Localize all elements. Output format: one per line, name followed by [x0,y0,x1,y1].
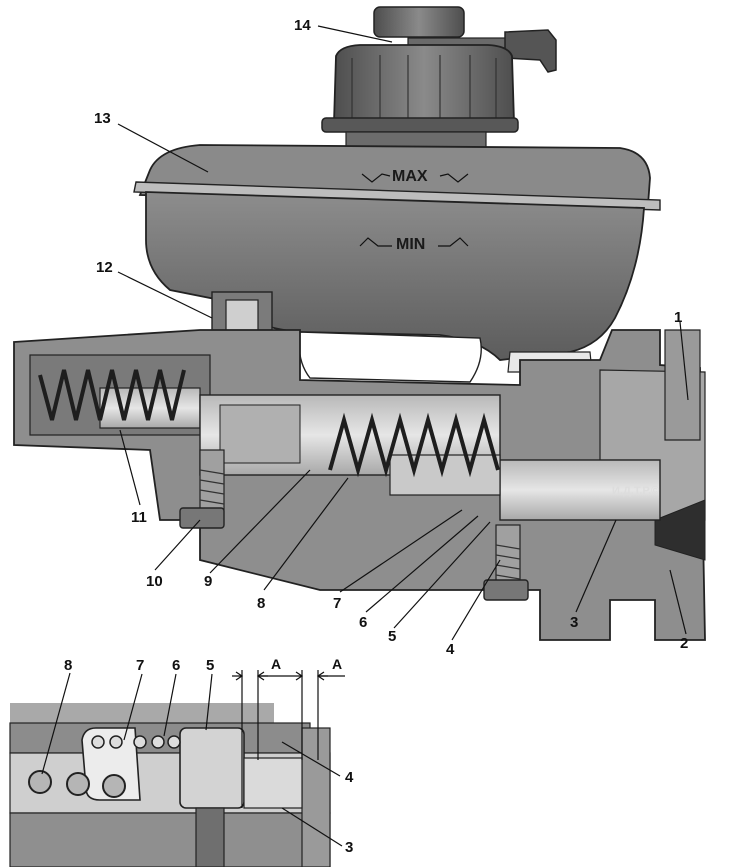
credit-text: И.Д.Т.Р.© [612,485,659,497]
max-label: MAX [392,168,428,185]
detail-callout-5: 5 [206,657,214,674]
detail-callout-7: 7 [136,657,144,674]
callout-6: 6 [359,614,367,631]
min-label: MIN [396,236,425,253]
callout-1: 1 [674,309,682,326]
stop-bolt-4 [483,524,529,601]
callout-13: 13 [94,110,111,127]
spring-8 [328,412,500,478]
detail-callout-8: 8 [64,657,72,674]
callout-2: 2 [680,635,688,652]
spring-11 [38,369,186,421]
dimension-a-2: A [332,656,342,672]
detail-view: A A [9,656,345,867]
callout-10: 10 [146,573,163,590]
callout-4: 4 [446,641,455,658]
detail-callout-3: 3 [345,839,353,856]
callout-7: 7 [333,595,341,612]
stop-bolt-10 [179,449,225,529]
callout-3: 3 [570,614,578,631]
callout-5: 5 [388,628,396,645]
max-level-mark: MAX [361,168,469,185]
callout-12: 12 [96,259,113,276]
detail-callout-4: 4 [345,769,354,786]
callout-9: 9 [204,573,212,590]
detail-callouts: 8 7 6 5 4 3 [64,657,354,856]
callout-11: 11 [131,509,147,526]
detail-spring [28,735,181,798]
reservoir-body [133,144,661,441]
leader-lines [117,25,689,641]
detail-callout-6: 6 [172,657,180,674]
callout-14: 14 [294,17,311,34]
dimension-a-1: A [271,656,281,672]
min-level-mark: MIN [359,236,469,253]
callout-8: 8 [257,595,265,612]
callouts: 14 13 12 1 11 10 9 8 7 6 5 4 3 2 [94,17,688,658]
reservoir-cap [321,6,557,155]
